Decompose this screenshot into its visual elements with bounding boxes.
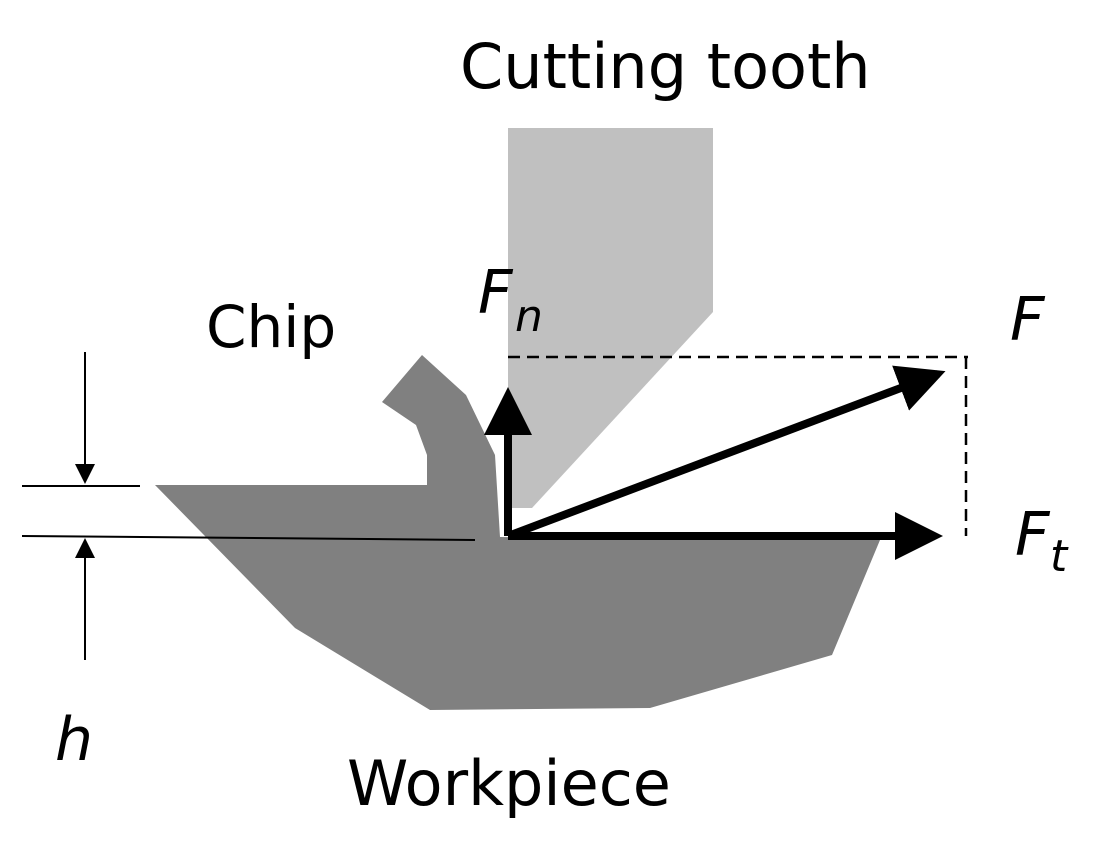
chip-label: Chip (206, 293, 336, 361)
force-resultant-arrow (506, 365, 946, 540)
ft-label: F t (1015, 500, 1069, 582)
workpiece-shape (155, 355, 880, 710)
workpiece-label: Workpiece (347, 747, 671, 820)
ft-label-sub: t (1050, 531, 1069, 582)
fn-label: F n (478, 258, 543, 342)
f-resultant-label: F (1010, 285, 1046, 355)
cutting-tooth-shape (508, 128, 713, 508)
fn-label-main: F (478, 258, 514, 328)
cut-line (21, 535, 476, 541)
ft-label-main: F (1015, 500, 1051, 570)
cutting-tooth-label: Cutting tooth (460, 30, 871, 103)
fn-label-sub: n (515, 291, 543, 342)
h-label: h (55, 705, 93, 775)
